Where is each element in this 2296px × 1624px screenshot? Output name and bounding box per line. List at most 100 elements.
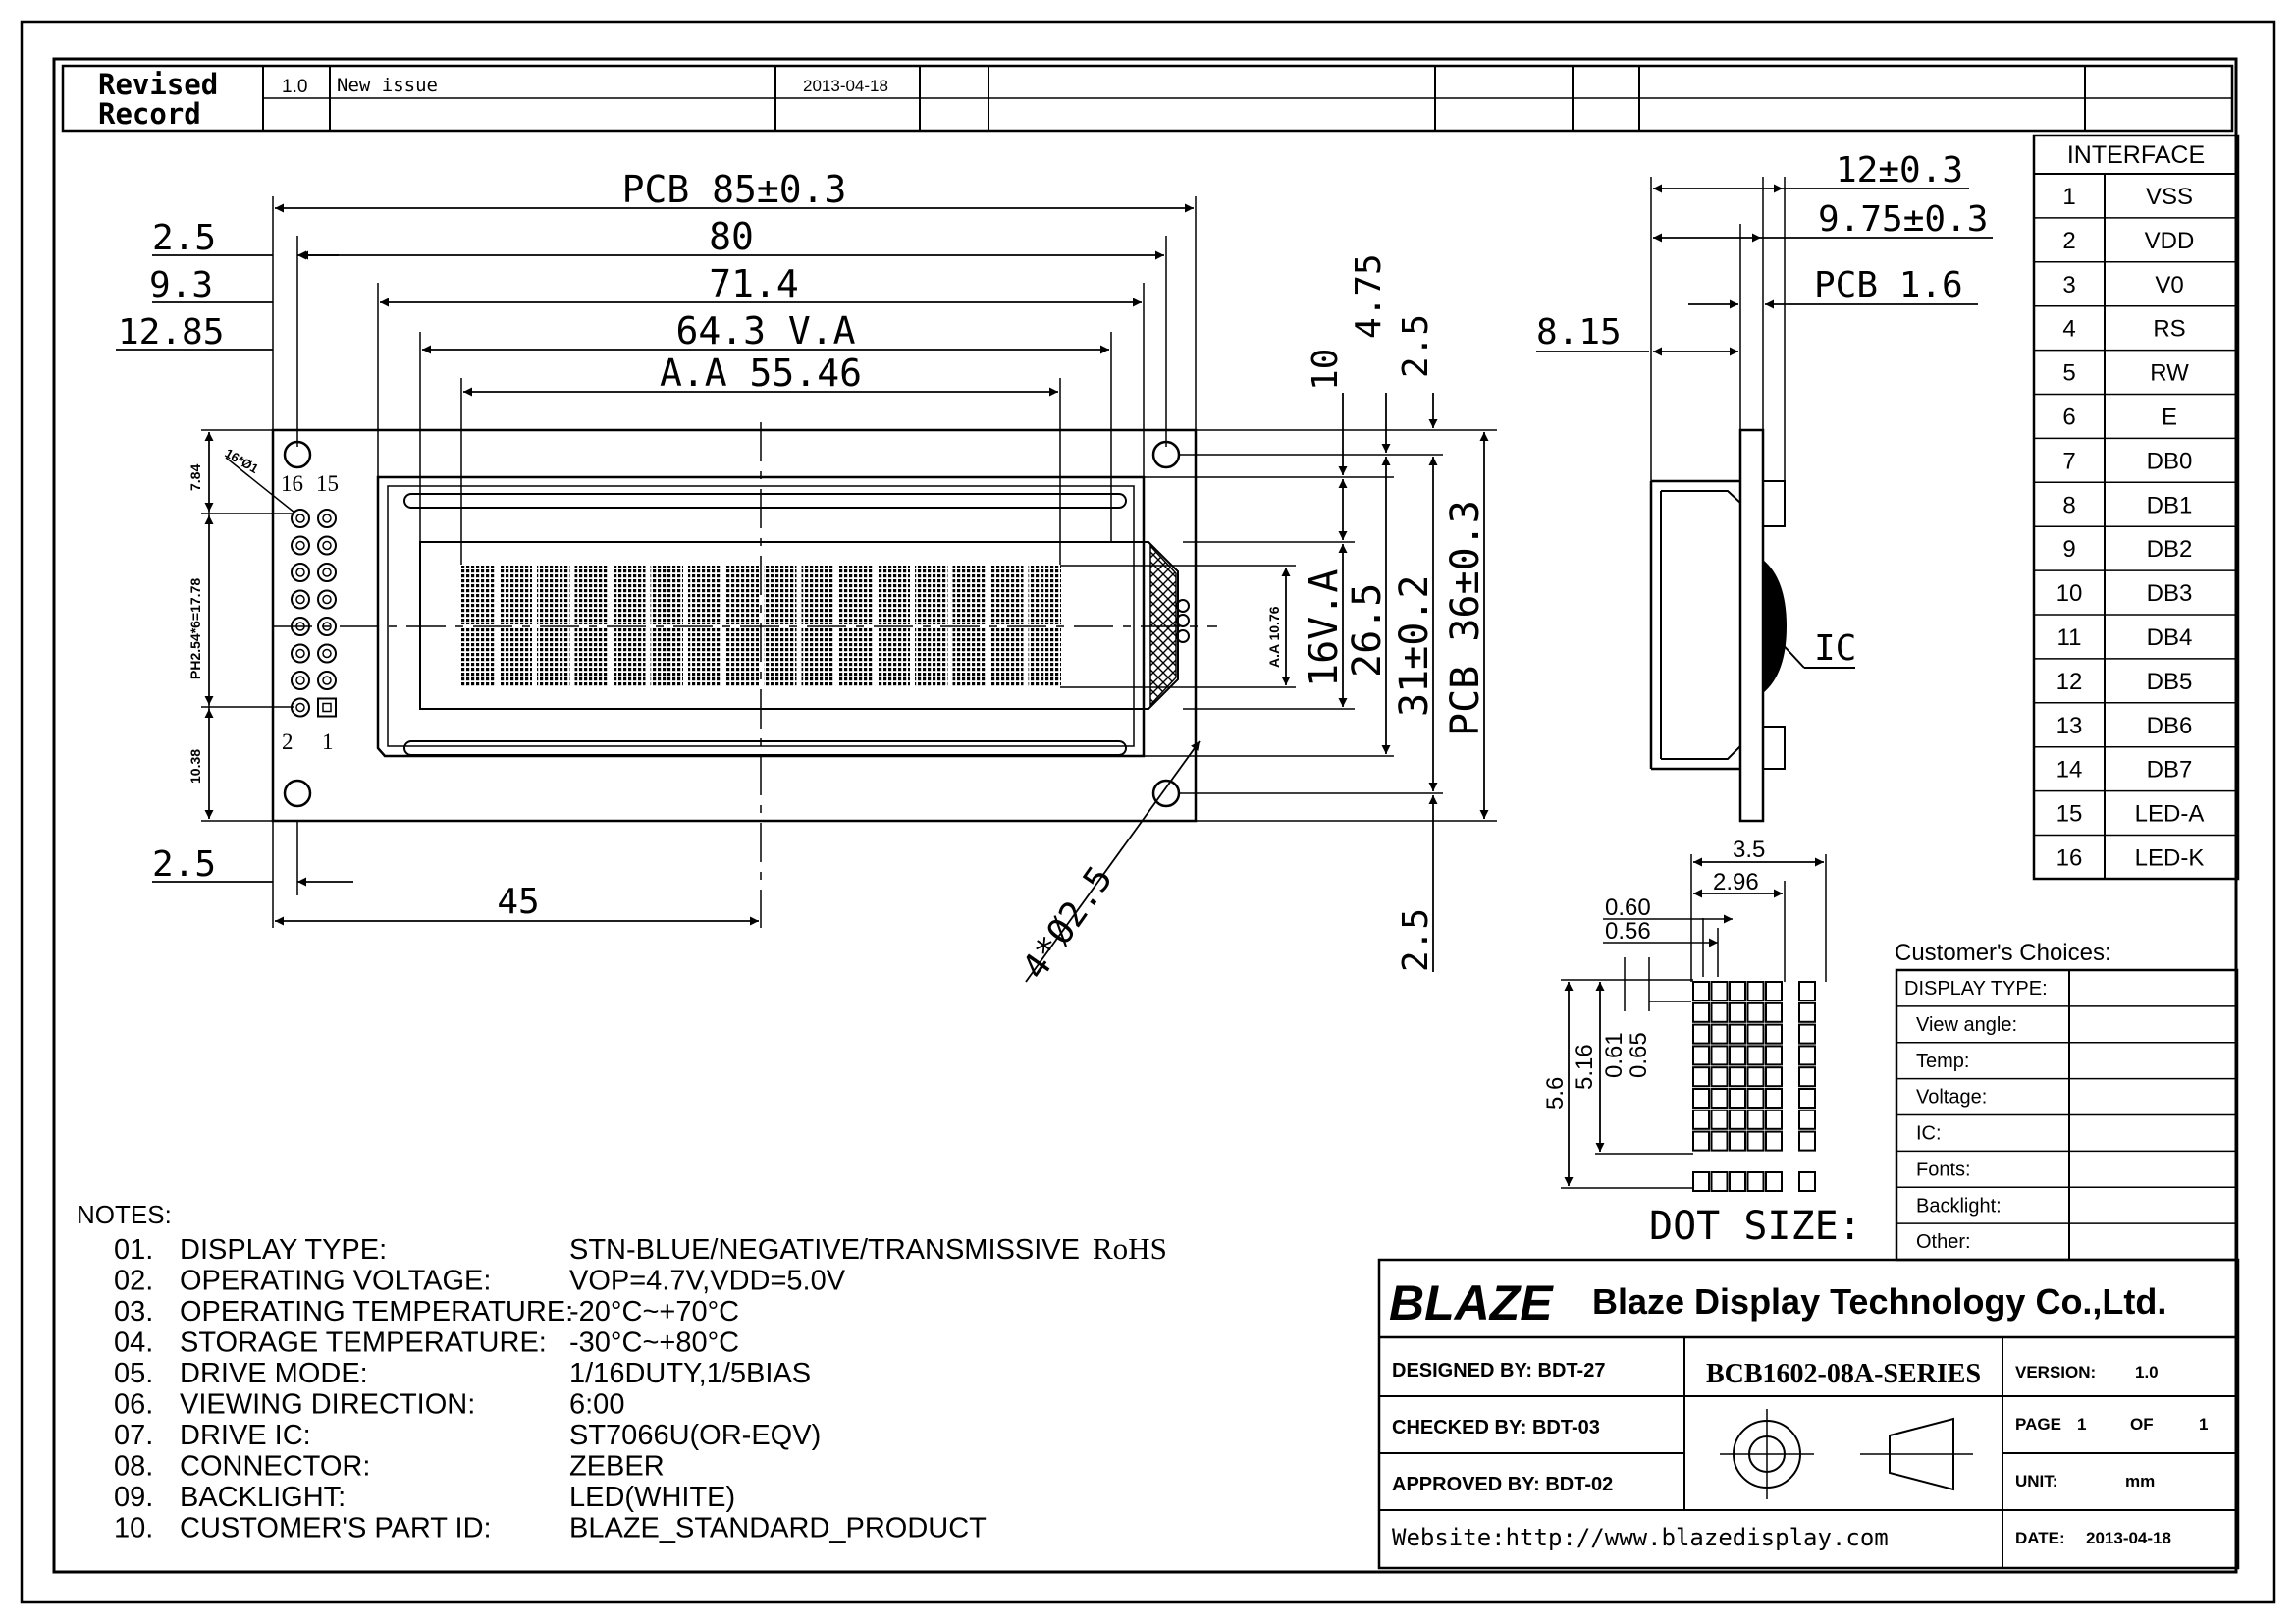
interface-pin-no: 12 [2056,669,2083,695]
date-label: DATE: [2015,1529,2065,1547]
company-logo: BLAZE [1389,1275,1554,1330]
pin-hole-inner [322,676,332,685]
char-cell [877,627,910,686]
dim-8-15: 8.15 [1536,312,1622,352]
char-cell [801,627,834,686]
interface-pin-name: DB7 [2147,757,2193,784]
notes-title: NOTES: [77,1200,172,1229]
customer-row-label: DISPLAY TYPE: [1904,978,2048,1000]
of-label: OF [2130,1415,2154,1434]
note-number: 02. [114,1266,153,1297]
note-label: DISPLAY TYPE: [180,1234,387,1266]
interface-pin-name: RW [2150,360,2189,387]
dot-cell [1746,1066,1765,1088]
dot-dim-2-96: 2.96 [1713,869,1759,895]
note-label: OPERATING VOLTAGE: [180,1266,491,1297]
dot-cell [1746,1109,1765,1130]
char-cell [574,627,608,686]
notes: NOTES: 01.DISPLAY TYPE:STN-BLUE/NEGATIVE… [77,1200,1167,1544]
dot-cell-next [1798,981,1816,1001]
dot-cell-next [1798,1088,1816,1109]
customer-row-label: View angle: [1916,1014,2017,1036]
pin-hole-inner [295,514,305,523]
dot-cell [1710,1088,1729,1109]
dim-4-75: 4.75 [1349,253,1389,339]
pin16-label: 16 [281,471,303,496]
checked-by: CHECKED BY: BDT-03 [1392,1417,1600,1438]
dot-cell [1729,1109,1746,1130]
interface-pin-name: DB2 [2147,536,2193,563]
interface-pin-no: 13 [2056,713,2083,739]
pin-1-inner [322,702,332,713]
designed-by: DESIGNED BY: BDT-27 [1392,1360,1605,1381]
pin-hole-inner [322,568,332,577]
interface-pin-no: 16 [2056,845,2083,872]
pin-hole [291,643,310,664]
char-cell [915,566,948,624]
pin-hole-inner [295,648,305,659]
dot-cell [1765,1130,1783,1152]
mount-hole-br [1151,779,1181,808]
dot-cell-next [1798,1023,1816,1045]
dot-cell [1692,1045,1710,1066]
record-label: Record [98,97,201,131]
date-value: 2013-04-18 [2086,1529,2171,1547]
dot-cell [1729,1088,1746,1109]
pin-hole [317,509,337,528]
note-number: 04. [114,1327,153,1359]
interface-pin-no: 10 [2056,580,2083,607]
pin-hole [317,535,337,556]
customer-row-label: Backlight: [1916,1195,2002,1217]
char-cell [499,627,532,686]
interface-pin-no: 8 [2062,492,2075,518]
interface-pin-name: LED-A [2135,801,2205,828]
dim-10: 10 [1306,349,1346,391]
viewing-area [419,541,1179,710]
height-dimensions: 10 4.75 2.5 16V.A 26.5 31±0.2 PCB 36±0.3… [1144,253,1497,972]
dim-9-75: 9.75±0.3 [1818,199,1988,240]
dot-cell [1710,1045,1729,1066]
pin-hole [291,589,310,610]
pin-1-square [317,697,337,718]
customer-row-label: Voltage: [1916,1087,1987,1109]
interface-pin-name: E [2162,405,2177,431]
dim-pcb-width: PCB 85±0.3 [622,168,847,211]
dot-cell [1765,1109,1783,1130]
char-cell [801,566,834,624]
dot-size-detail: DOT SIZE: 3.5 2.96 0.60 0.56 5.6 5.16 0.… [1542,837,1862,1249]
dot-cell [1729,1023,1746,1045]
char-cell [877,566,910,624]
interface-pin-no: 5 [2062,360,2075,387]
dim-2-5-bottom: 2.5 [1396,908,1436,972]
revision-version: 1.0 [282,77,307,97]
note-value: 6:00 [569,1389,624,1421]
interface-pin-name: V0 [2155,272,2183,298]
dot-cell [1746,1130,1765,1152]
dot-cell [1710,1109,1729,1130]
char-cell [613,627,646,686]
top-slot [403,493,1127,509]
customer-title: Customer's Choices: [1895,940,2111,966]
dim-bottom-2-5: 2.5 [152,844,216,885]
approved-by: APPROVED BY: BDT-02 [1392,1474,1613,1495]
char-cell [461,566,495,624]
char-cell [725,566,759,624]
version-label: VERSION: [2015,1363,2096,1381]
char-cell [764,566,797,624]
customer-row-label: IC: [1916,1123,1942,1145]
dot-cell [1746,1023,1765,1045]
pin-hole [291,535,310,556]
dot-cell [1692,1001,1710,1023]
note-value: 1/16DUTY,1/5BIAS [569,1358,811,1389]
interface-pin-no: 1 [2062,184,2075,210]
interface-pin-name: VSS [2146,184,2193,210]
dot-cell [1746,1001,1765,1023]
cursor-cell [1729,1171,1746,1192]
dot-cell [1746,1088,1765,1109]
pin-hole-inner [322,648,332,659]
dim-10-38: 10.38 [187,749,203,784]
char-cell [1028,627,1061,686]
outer-border [20,20,2276,1604]
